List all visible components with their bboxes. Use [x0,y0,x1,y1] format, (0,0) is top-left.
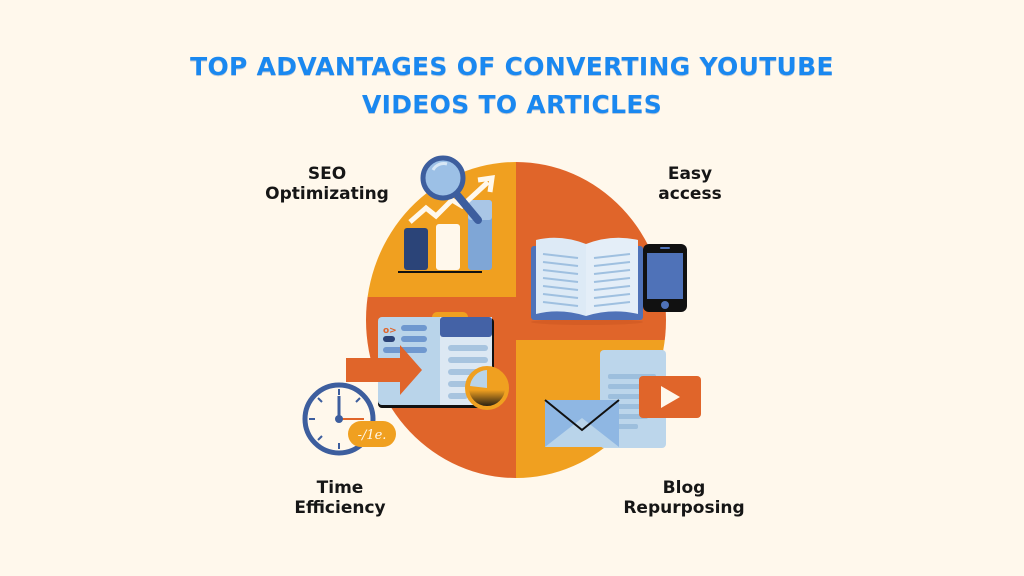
clock-document-icon: o> [302,312,509,456]
clock-badge-text: -/1e. [358,428,387,443]
label-line-2: Optimizating [265,184,389,204]
label-line-2: Efficiency [294,498,386,518]
svg-text:o>: o> [383,326,397,336]
title-line-2: VIDEOS TO ARTICLES [361,90,663,119]
label-line-1: Blog [662,478,706,498]
envelope-video-icon [544,350,701,448]
label-line-2: Repurposing [623,498,745,518]
label-line-1: Easy [667,164,713,184]
label-blog-repurposing: Blog Repurposing [604,478,764,518]
label-line-1: Time [316,478,364,498]
label-time-efficiency: Time Efficiency [270,478,410,518]
label-line-2: access [658,184,722,204]
bar-chart-magnifier-icon [398,155,495,273]
label-easy-access: Easy access [630,164,750,204]
page-title: TOP ADVANTAGES OF CONVERTING YOUTUBE VID… [0,48,1024,124]
label-line-1: SEO [307,164,347,184]
title-line-1: TOP ADVANTAGES OF CONVERTING YOUTUBE [190,52,834,81]
book-and-phone-icon [531,237,687,325]
label-seo-optimizing: SEO Optimizating [252,164,402,204]
